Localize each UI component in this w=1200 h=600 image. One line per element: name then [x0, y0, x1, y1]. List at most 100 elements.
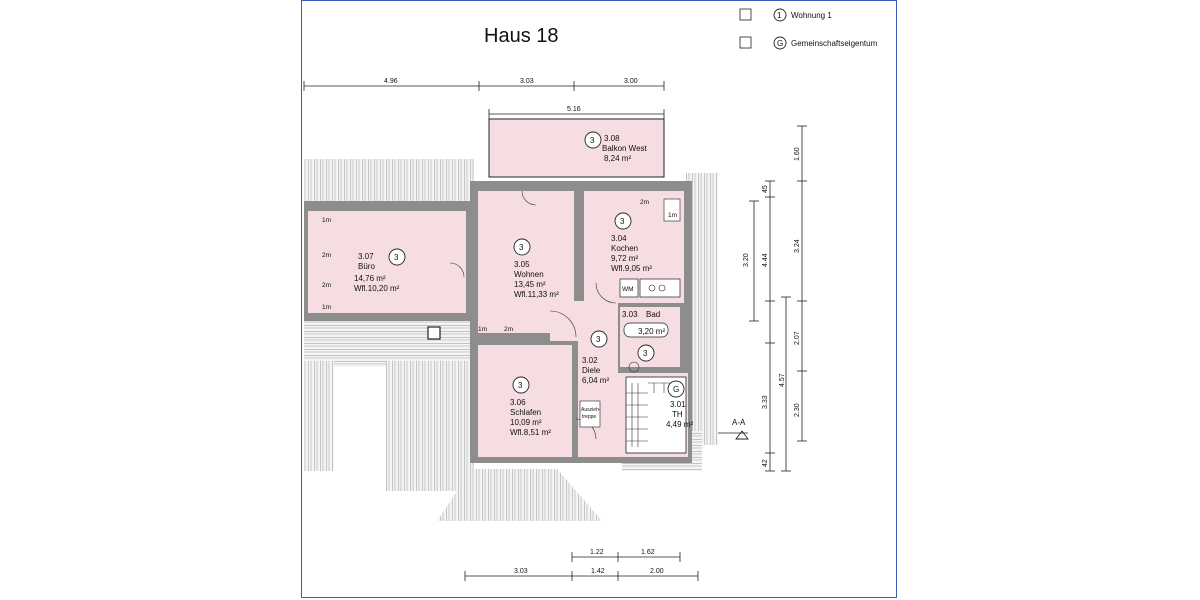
room-name: TH: [672, 410, 683, 419]
clearance-label: 2m: [504, 326, 513, 333]
dimension-label: 3.03: [520, 78, 534, 85]
dimension-label: 42: [762, 459, 769, 467]
room-area: 10,09 m²: [510, 418, 542, 427]
room-area: 14,76 m²: [354, 274, 386, 283]
attic-ladder-box: [579, 400, 601, 428]
dimension-label: 3.24: [794, 239, 801, 253]
room-buero: [308, 211, 466, 313]
room-schlafen: [478, 345, 572, 457]
room-number: 3.01: [670, 400, 686, 409]
legend-label: Wohnung 1: [791, 11, 832, 20]
legend-symbol-circle: [773, 36, 787, 50]
roof-hatch-area: [304, 319, 472, 367]
clearance-label: 2m: [322, 282, 331, 289]
room-number-badge-text: 3: [394, 253, 399, 262]
room-name: Schlafen: [510, 408, 541, 417]
door-swing: [595, 282, 617, 304]
washing-machine-box: [619, 278, 639, 298]
room-name: Wohnen: [514, 270, 544, 279]
room-name: Balkon West: [602, 144, 648, 153]
fridge-box: [663, 198, 681, 222]
plan-title: Haus 18: [484, 25, 559, 47]
right-dimension-chain-3: [781, 296, 791, 472]
roof-hatch-area: [304, 361, 334, 471]
room-number-badge: [614, 212, 632, 230]
room-area: 9,72 m²: [611, 254, 638, 263]
floor-plan-sheet: Haus 18 1 Wohnung 1 G Gemeinschaftseigen…: [301, 0, 897, 598]
room-number: 3.08: [604, 134, 620, 143]
kitchen-counter: [639, 278, 681, 298]
clearance-label: 1m: [478, 326, 487, 333]
chimney: [427, 326, 441, 340]
legend-symbol: G: [777, 39, 783, 48]
room-number: 3.04: [611, 234, 627, 243]
attic-ladder-label: treppe: [582, 414, 596, 420]
room-diele: [550, 301, 628, 457]
bottom-dimension-chain-1: 1.22 1.62: [571, 549, 681, 562]
room-number-badge: [590, 330, 608, 348]
room-living-area: Wfl.8,51 m²: [510, 428, 551, 437]
room-area: 8,24 m²: [604, 154, 631, 163]
clearance-label: 1m: [322, 217, 331, 224]
dimension-label: 4.44: [762, 253, 769, 267]
dimension-label: 2.00: [650, 568, 664, 575]
clearance-label: 2m: [640, 199, 649, 206]
room-number-badge-text: 3: [596, 335, 601, 344]
room-number-badge: [388, 248, 406, 266]
room-number: 3.05: [514, 260, 530, 269]
room-number-badge: [512, 376, 530, 394]
room-balkon: [488, 118, 665, 178]
door-swing: [449, 262, 465, 278]
door-swing: [549, 310, 577, 338]
dimension-label: 45: [762, 185, 769, 193]
room-number: 3.06: [510, 398, 526, 407]
room-area: 3,20 m²: [638, 327, 665, 336]
dimension-label: 3.20: [743, 253, 750, 267]
section-marker: A-A: [718, 418, 749, 440]
legend-label: Gemeinschaftseigentum: [791, 39, 878, 48]
room-name: Kochen: [611, 244, 638, 253]
room-living-area: Wfl.9,05 m²: [611, 264, 652, 273]
dimension-label: 2.07: [794, 331, 801, 345]
room-area: 6,04 m²: [582, 376, 609, 385]
roof-hatch-area: [437, 469, 602, 521]
bathtub: [623, 322, 669, 338]
dimension-label: 3.33: [762, 395, 769, 409]
dimension-label: 2.30: [794, 403, 801, 417]
room-number-badge-text: 3: [590, 136, 595, 145]
room-area: 13,45 m²: [514, 280, 546, 289]
room-number-badge-text: 3: [519, 243, 524, 252]
dimension-label: 1.62: [641, 549, 655, 556]
room-living-area: Wfl.11,33 m²: [514, 290, 559, 299]
door-swing: [521, 190, 537, 206]
dimension-label: 3.00: [624, 78, 638, 85]
room-number-badge-text: G: [673, 385, 679, 394]
clearance-label: 1m: [668, 212, 677, 219]
room-name: Bad: [646, 310, 660, 319]
room-number-badge: [584, 131, 602, 149]
legend: 1 Wohnung 1 G Gemeinschaftseigentum: [739, 8, 878, 50]
room-name: Diele: [582, 366, 601, 375]
roof-hatch-area: [304, 159, 474, 207]
room-number: 3.03: [622, 310, 638, 319]
room-number-badge: [637, 344, 655, 362]
room-number: 3.07: [358, 252, 374, 261]
section-marker-label: A-A: [732, 418, 746, 427]
clearance-label: 2m: [322, 252, 331, 259]
right-dimension-chain-1: 3.20: [743, 200, 759, 322]
floor-plan-drawing: Haus 18 1 Wohnung 1 G Gemeinschaftseigen…: [303, 8, 878, 581]
dimension-label: 1.60: [794, 147, 801, 161]
roof-hatch-area: [386, 361, 474, 491]
right-dimension-chain-2: 45 4.44 4.57 3.33 42: [762, 180, 786, 472]
room-name: Büro: [358, 262, 375, 271]
room-area: 4,49 m²: [666, 420, 693, 429]
room-living-area: Wfl.10,20 m²: [354, 284, 400, 293]
dimension-label: 1.42: [591, 568, 605, 575]
dimension-label: 3.03: [514, 568, 528, 575]
room-number: 3.02: [582, 356, 598, 365]
right-dimension-chain-4: 1.60 3.24 2.07 2.30: [794, 125, 807, 442]
room-number-badge-text: 3: [518, 381, 523, 390]
legend-symbol: 1: [777, 11, 782, 20]
room-number-badge-text: 3: [643, 349, 648, 358]
legend-symbol-circle: [773, 8, 787, 22]
